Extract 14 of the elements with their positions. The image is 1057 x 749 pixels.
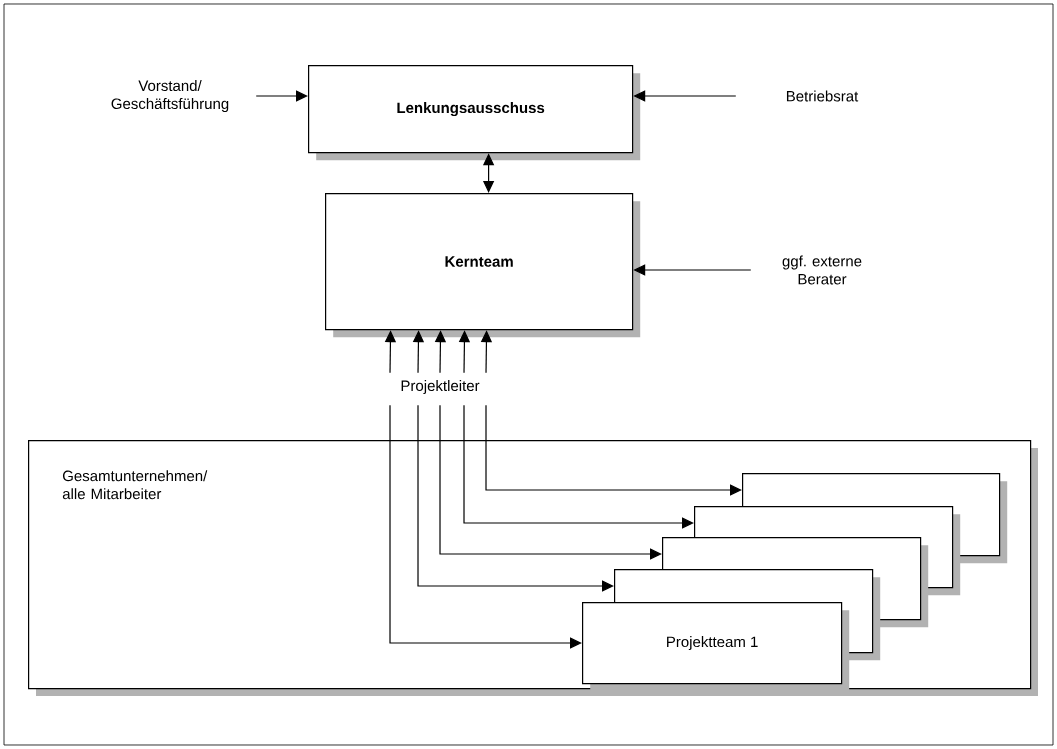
input-label: ggf. externe Berater — [782, 255, 862, 285]
team-box: Kernteam — [325, 193, 641, 338]
input-label: Betriebsrat — [786, 90, 859, 102]
project-team-box: Projektteam 1 — [582, 602, 850, 692]
arrow — [485, 404, 742, 496]
role-label: Projektleiter — [401, 380, 480, 394]
committee-box: Lenkungsausschuss — [308, 65, 641, 161]
arrow — [439, 404, 662, 560]
input-label: Vorstand/ Geschäftsführung — [111, 80, 229, 112]
node-label: Projektteam 1 — [667, 636, 758, 651]
arrow — [463, 404, 694, 529]
arrow — [417, 404, 614, 592]
arrow — [389, 404, 582, 649]
arrow — [255, 90, 308, 102]
